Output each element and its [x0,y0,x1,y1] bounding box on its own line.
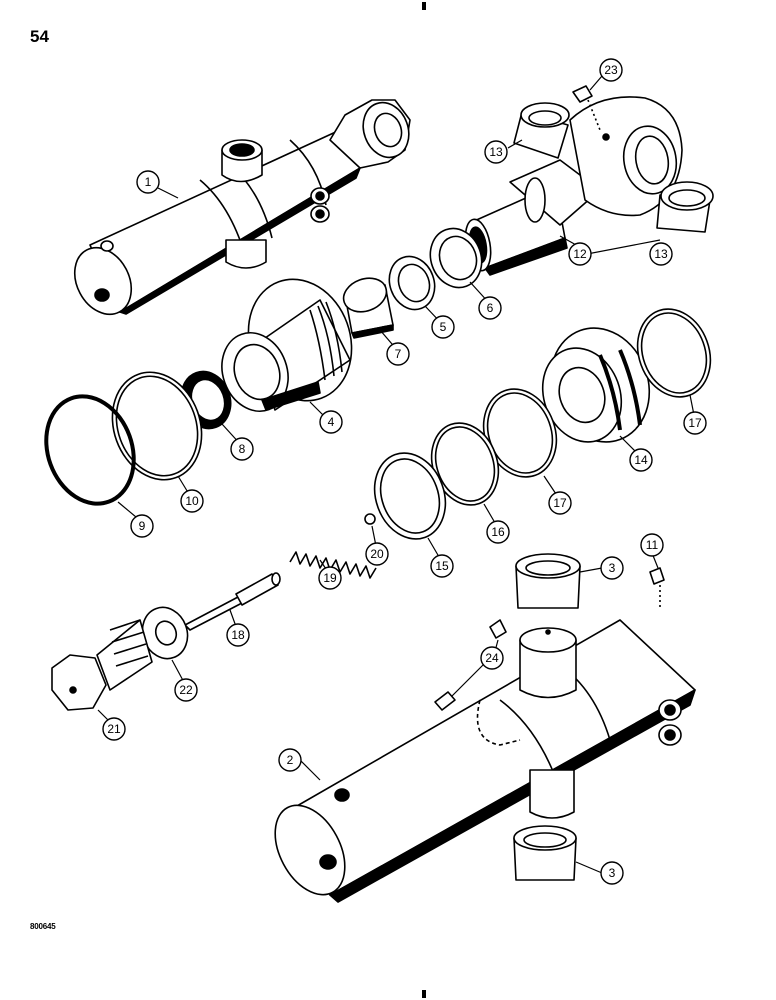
drawing-code: 800645 [30,922,56,931]
callout-label-4: 4 [328,415,335,429]
callout-label-6: 6 [487,301,494,315]
callout-label-24: 24 [485,651,499,665]
callout-13-right: 13 [649,242,673,266]
callout-label-18: 18 [231,628,245,642]
callout-label-10: 10 [185,494,199,508]
callout-14: 14 [629,448,653,472]
callout-label-14: 14 [634,453,648,467]
grease-fitting-24 [434,619,507,711]
washer-22 [141,606,189,660]
callout-11: 11 [640,533,664,557]
bushing-13-right [656,181,714,233]
o-ring-9 [44,394,136,506]
callout-label-3b: 3 [609,866,616,880]
page-number: 54 [30,27,49,46]
ring-5 [388,255,436,311]
callout-label-8: 8 [239,442,246,456]
callout-16: 16 [486,520,510,544]
callout-label-21: 21 [107,722,121,736]
callout-5: 5 [431,315,455,339]
callout-21: 21 [102,717,126,741]
callout-label-5: 5 [440,320,447,334]
callout-17-left: 17 [548,491,572,515]
callout-label-19: 19 [323,571,337,585]
callout-label-9: 9 [139,519,146,533]
ring-17-left [482,388,558,478]
callout-1: 1 [136,170,160,194]
callout-22: 22 [174,678,198,702]
callout-6: 6 [478,296,502,320]
callout-9: 9 [130,514,154,538]
callout-label-13a: 13 [489,145,503,159]
callout-3-top: 3 [600,556,624,580]
bottom-registration-mark [422,990,426,998]
ring-17-right [636,308,712,398]
callout-3-bottom: 3 [600,861,624,885]
callout-7: 7 [386,342,410,366]
gland-4 [221,278,353,412]
ring-6 [429,227,483,289]
bushing-13-left [513,102,570,159]
callout-4: 4 [319,410,343,434]
callout-8: 8 [230,437,254,461]
ring-16 [430,422,500,506]
grease-fitting-23 [572,85,601,131]
cylinder-assembly-2 [274,619,696,903]
callout-17-right: 17 [683,411,707,435]
callout-15: 15 [430,554,454,578]
callout-label-23: 23 [604,63,618,77]
ball-20 [364,513,376,525]
callout-20: 20 [365,542,389,566]
pin-18 [184,572,281,631]
callout-label-1: 1 [145,175,152,189]
bushing-3-top [515,553,581,609]
callout-label-17b: 17 [553,496,567,510]
callout-19: 19 [318,566,342,590]
bolt-21 [51,619,153,711]
callout-label-16: 16 [491,525,505,539]
callout-23: 23 [599,58,623,82]
callout-label-20: 20 [370,547,384,561]
cylinder-assembly-1 [73,99,411,316]
ring-10 [111,371,203,481]
fitting-11 [649,567,665,610]
callout-12: 12 [568,242,592,266]
callout-10: 10 [180,489,204,513]
spring-19 [289,551,377,579]
callout-label-22: 22 [179,683,193,697]
callout-2: 2 [278,748,302,772]
callout-label-15: 15 [435,559,449,573]
callout-label-7: 7 [395,347,402,361]
callout-24: 24 [480,646,504,670]
bushing-3-bottom [513,825,577,881]
top-registration-mark [422,2,426,10]
piston-rod-12 [464,96,683,276]
callout-label-3a: 3 [609,561,616,575]
callout-18: 18 [226,623,250,647]
callout-label-11: 11 [646,538,659,552]
callout-13-left: 13 [484,140,508,164]
bushing-7 [342,277,394,339]
ring-15 [373,452,447,540]
callout-label-17a: 17 [688,416,702,430]
callout-label-13b: 13 [654,247,668,261]
callout-label-12: 12 [573,247,587,261]
piston-14 [541,327,651,443]
callout-label-2: 2 [287,753,294,767]
